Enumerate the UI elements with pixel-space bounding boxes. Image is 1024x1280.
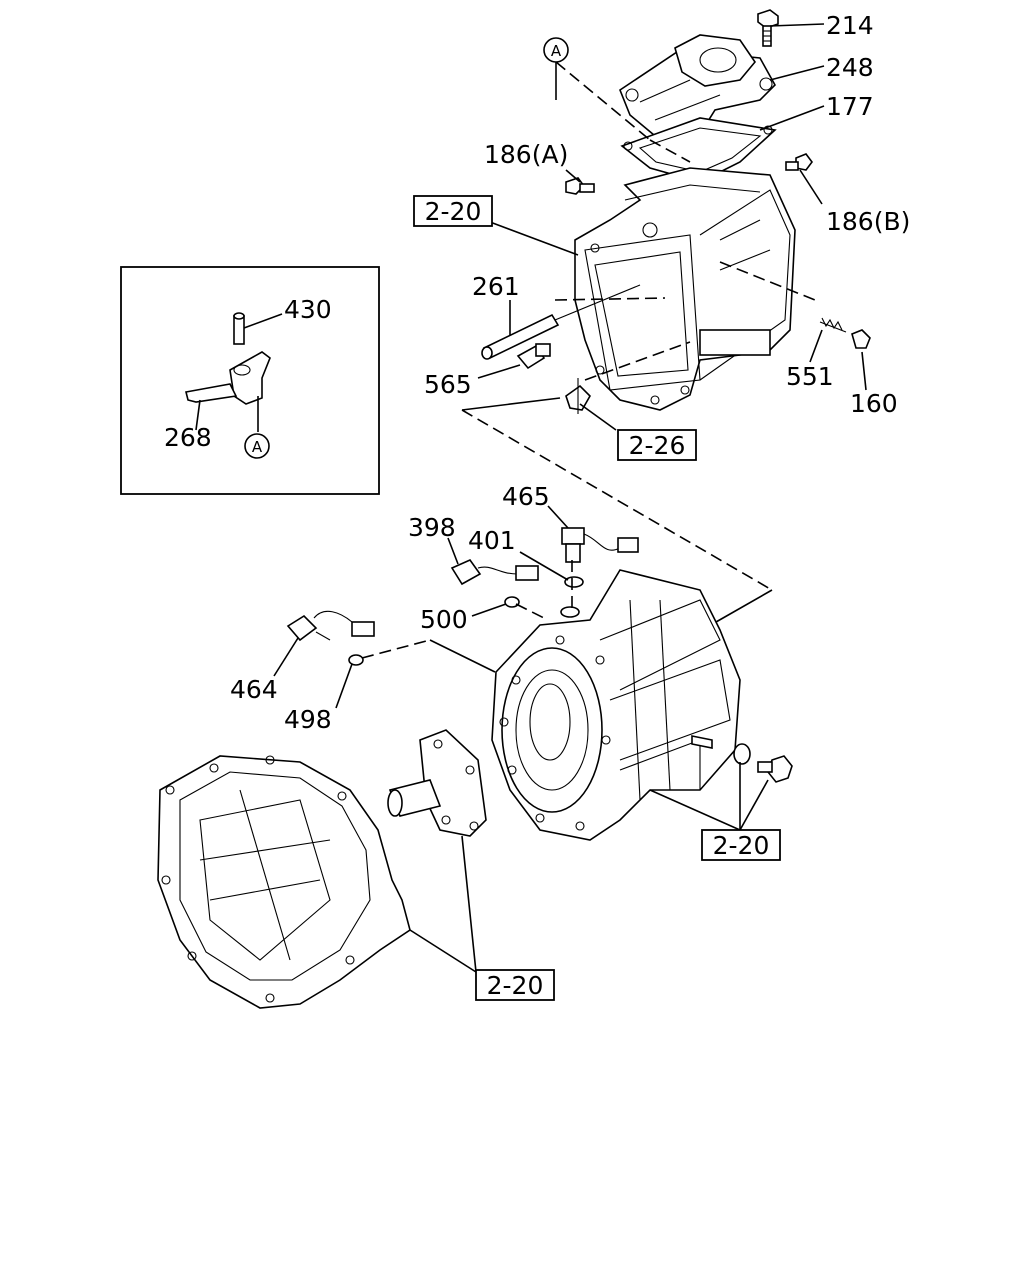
bolt-right [757, 755, 793, 783]
ref-box-2-26-label: 2-26 [629, 431, 686, 460]
transmission-case [491, 569, 793, 841]
top-case [574, 167, 796, 411]
callout-401: 401 [468, 526, 516, 555]
shift-cover-248 [619, 34, 776, 151]
ref-box-2-26: 2-26 [617, 429, 697, 461]
gasket-177 [620, 117, 777, 185]
callout-398: 398 [408, 513, 456, 542]
plug-565 [516, 343, 551, 370]
callout-498: 498 [284, 705, 332, 734]
ref-box-right-label: 2-20 [713, 831, 770, 860]
connector-line [461, 397, 773, 623]
bolt-186b [785, 153, 813, 171]
middle-leaders [273, 505, 573, 709]
sensor-parts [286, 527, 639, 666]
ref-box-bottom-label: 2-20 [487, 971, 544, 1000]
shift-cover-assembly [481, 9, 871, 414]
sensor-464 [286, 610, 375, 642]
bolt-186a [565, 177, 595, 195]
switch-465 [561, 527, 639, 563]
spring-551 [819, 317, 847, 333]
callout-177: 177 [826, 92, 874, 121]
detent-part [565, 378, 591, 414]
inset-box: A 430 268 [120, 266, 380, 495]
marker-a-inset: A [244, 433, 270, 459]
washer-401 [564, 576, 584, 588]
shift-arm-268 [185, 351, 271, 405]
washer-500 [504, 596, 520, 608]
ref-box-top: 2-20 [413, 195, 493, 227]
callout-160: 160 [850, 389, 898, 418]
sensor-398 [450, 559, 539, 586]
callout-430: 430 [284, 295, 332, 324]
callout-248: 248 [826, 53, 874, 82]
callout-261: 261 [472, 272, 520, 301]
callout-465: 465 [502, 482, 550, 511]
top-leaders [477, 23, 867, 431]
pin-430 [233, 312, 245, 345]
ref-box-bottom: 2-20 [409, 835, 555, 1001]
callout-268: 268 [164, 423, 212, 452]
callout-186a: 186(A) [484, 140, 568, 169]
plug-160 [851, 329, 871, 349]
callout-500: 500 [420, 605, 468, 634]
marker-a-inset-label: A [252, 438, 263, 456]
ref-box-right: 2-20 [649, 762, 781, 861]
marker-a-top: A [543, 37, 569, 100]
marker-a-top-label: A [551, 42, 562, 60]
bolt-214 [757, 9, 779, 47]
callout-214: 214 [826, 11, 874, 40]
ref-box-top-label: 2-20 [425, 197, 482, 226]
callout-565: 565 [424, 370, 472, 399]
washer-498 [348, 654, 364, 666]
callout-186b: 186(B) [826, 207, 910, 236]
shaft-261 [481, 284, 641, 360]
bell-housing [157, 755, 411, 1009]
callout-464: 464 [230, 675, 278, 704]
front-cover [387, 729, 487, 837]
callout-551: 551 [786, 362, 834, 391]
